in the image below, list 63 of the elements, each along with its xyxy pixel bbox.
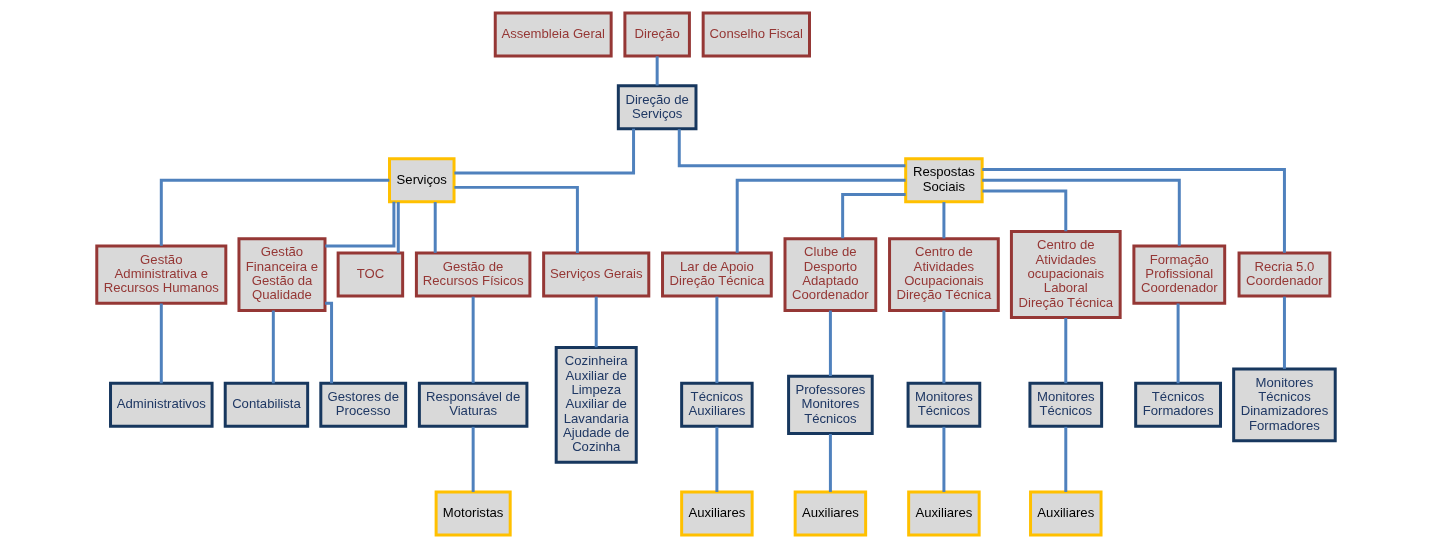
node-box: Gestão Administrativa e Recursos Humanos — [95, 244, 228, 305]
node-box: Assembleia Geral — [493, 11, 613, 58]
node-box: Contabilista — [223, 381, 310, 428]
connector — [828, 310, 832, 376]
node-box: Professores Monitores Técnicos — [787, 374, 874, 435]
connector — [942, 426, 946, 492]
connector — [1064, 426, 1068, 492]
node-box: Clube de Desporto Adaptado Coordenador — [783, 237, 878, 312]
connector — [942, 310, 946, 384]
node-box: Técnicos Formadores — [1134, 381, 1222, 428]
node-box: Respostas Sociais — [904, 157, 984, 204]
node-box: Administrativos — [109, 381, 214, 428]
connector — [594, 296, 598, 348]
node-box: Centro de Atividades ocupacionais Laboral Direção Técnica — [1009, 230, 1122, 320]
connector — [677, 129, 906, 168]
node-box: Monitores Técnicos Dinamizadores Formadores — [1232, 367, 1337, 443]
node-box: Serviços — [388, 157, 456, 204]
node-box: TOC — [336, 251, 405, 298]
connector — [433, 202, 437, 253]
node-box: Gestão de Recursos Físicos — [414, 251, 532, 298]
node-box: Gestão Financeira e Gestão da Qualidade — [237, 237, 327, 312]
connector — [1176, 303, 1180, 384]
node-box: Responsável de Viaturas — [417, 381, 529, 428]
node-box: Formação Profissional Coordenador — [1132, 244, 1227, 305]
node-box: Auxiliares — [680, 490, 754, 537]
connector — [942, 202, 946, 239]
connector — [159, 178, 390, 246]
node-box: Motoristas — [434, 490, 512, 537]
node-box: Serviços Gerais — [542, 251, 651, 298]
connector — [828, 434, 832, 492]
connector — [1064, 317, 1068, 384]
connector — [715, 426, 719, 492]
connector — [454, 128, 636, 175]
node-box: Centro de Atividades Ocupacionais Direção Técnica — [888, 237, 1000, 312]
node-box: Cozinheira Auxiliar de Limpeza Auxiliar de Lavandaria Ajudade de Cozinha — [554, 346, 638, 464]
connector — [982, 189, 1068, 232]
node-box: Auxiliares — [793, 490, 868, 537]
connector — [655, 56, 659, 86]
connector — [715, 296, 719, 384]
connector — [982, 167, 1286, 253]
connector — [396, 202, 400, 253]
connector — [471, 426, 475, 492]
connector — [982, 178, 1181, 246]
node-box: Recria 5.0 Coordenador — [1237, 251, 1332, 298]
connector — [471, 296, 475, 384]
node-box: Conselho Fiscal — [701, 11, 811, 58]
connector — [735, 178, 906, 253]
connector — [271, 310, 275, 384]
connector — [454, 185, 579, 254]
node-box: Monitores Técnicos — [1028, 381, 1104, 428]
connector — [1282, 296, 1286, 369]
connector — [325, 301, 334, 384]
node-box: Técnicos Auxiliares — [680, 381, 754, 428]
node-box: Gestores de Processo — [319, 381, 408, 428]
connector — [325, 201, 396, 248]
node-box: Auxiliares — [907, 490, 981, 537]
node-box: Auxiliares — [1029, 490, 1103, 537]
node-box: Direção de Serviços — [616, 84, 698, 131]
node-box: Direção — [623, 11, 691, 58]
connector — [841, 193, 906, 239]
connector — [159, 303, 163, 384]
node-box: Monitores Técnicos — [906, 381, 982, 428]
node-box: Lar de Apoio Direção Técnica — [661, 251, 773, 298]
